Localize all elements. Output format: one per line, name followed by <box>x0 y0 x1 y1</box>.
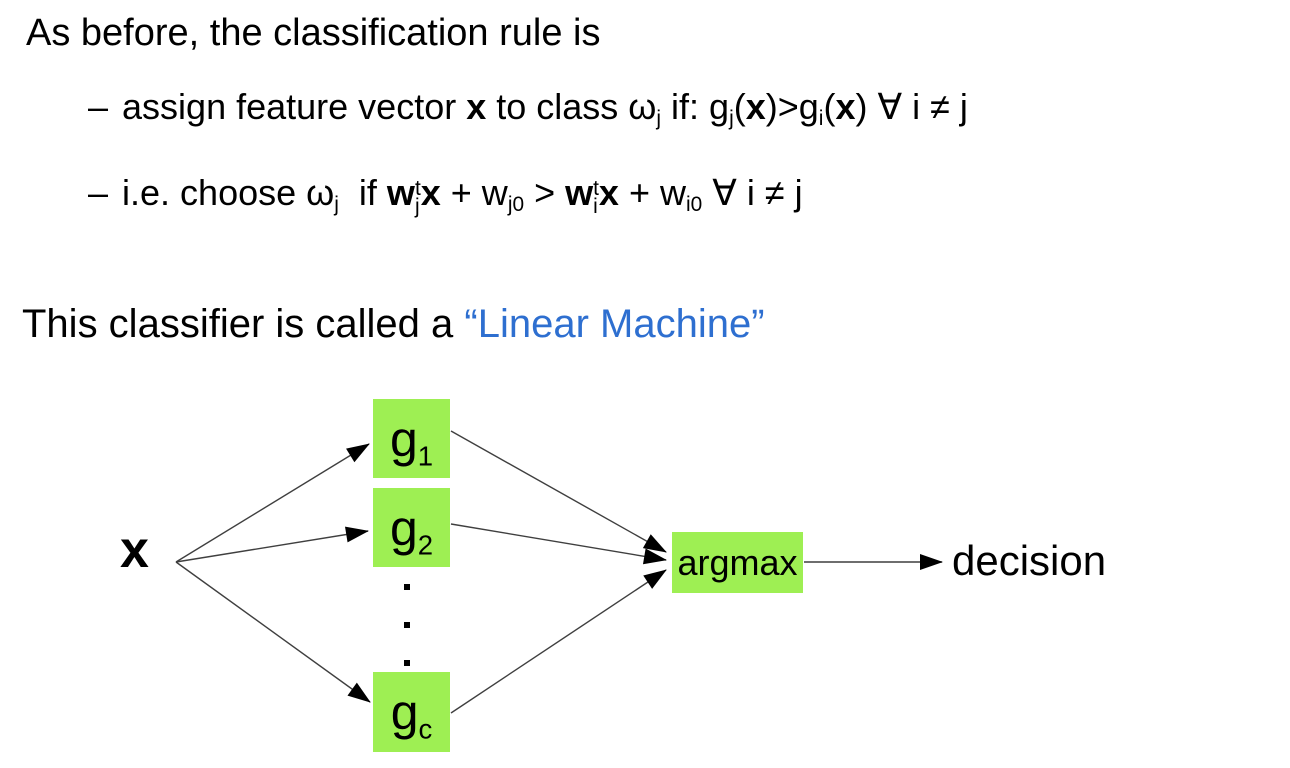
bullet-classification-rule: – assign feature vector x to class ωj if… <box>88 86 968 130</box>
bullet-dash: – <box>88 172 109 213</box>
discriminant-label-g1: g1 <box>389 410 434 472</box>
slide-title: As before, the classification rule is <box>26 12 601 54</box>
arrow-x-to-g1 <box>175 443 370 563</box>
ellipsis-dot <box>404 622 410 628</box>
decision-label: decision <box>952 537 1107 584</box>
input-vector-label: x <box>120 521 149 579</box>
ellipsis-dot <box>404 660 410 666</box>
discriminant-label-g2: g2 <box>389 499 434 561</box>
arrow-x-to-g2 <box>175 526 369 563</box>
discriminant-box-g2: g2 <box>373 488 450 567</box>
arrow-gc-to-argmax <box>450 569 667 714</box>
arrow-g2-to-argmax <box>450 523 667 565</box>
discriminant-label-gc: gc <box>390 684 433 745</box>
arrow-g1-to-argmax <box>450 430 667 553</box>
ellipsis-dot <box>404 584 410 590</box>
discriminant-box-gc: gc <box>373 672 450 752</box>
arrow-x-to-gc <box>175 561 371 703</box>
linear-machine-statement: This classifier is called a “Linear Mach… <box>22 302 765 346</box>
bullet-classification-rule-text: assign feature vector x to class ωj if: … <box>122 86 968 130</box>
discriminant-box-g1: g1 <box>373 399 450 478</box>
bullet-dash: – <box>88 86 109 127</box>
argmax-box: argmax <box>672 532 803 593</box>
